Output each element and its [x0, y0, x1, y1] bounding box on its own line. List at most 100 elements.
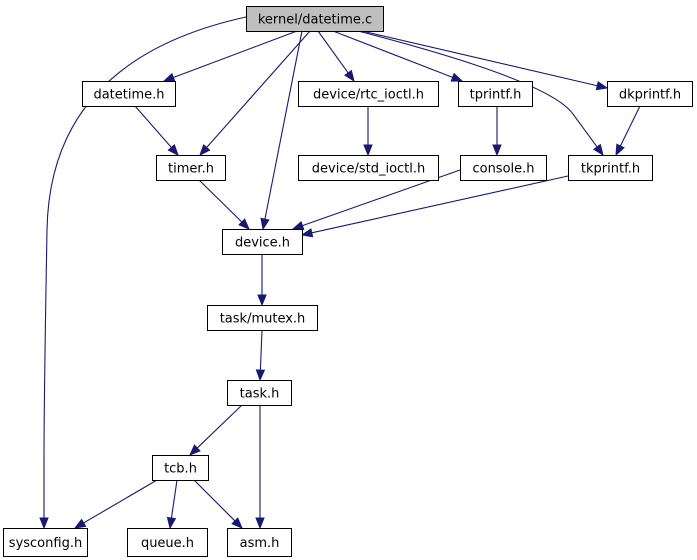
arrowhead [363, 144, 373, 157]
node-label: tkprintf.h [581, 162, 640, 177]
node-box [82, 81, 176, 107]
node-box [246, 6, 384, 32]
edge-device_h-to-mutex_h [257, 254, 267, 307]
node-tkprintf-h[interactable]: tkprintf.h [568, 155, 653, 181]
arrowhead [592, 143, 604, 157]
arrowhead [344, 69, 355, 83]
edge-root-to-tprintf_h [332, 30, 464, 82]
edge-mutex_h-to-task_h [255, 329, 266, 382]
node-box [3, 528, 88, 557]
node-box [298, 81, 439, 107]
edge-timer_h-to-device_h [198, 179, 250, 230]
arrowhead [291, 221, 305, 230]
node-label: asm.h [240, 536, 280, 551]
arrowhead [162, 72, 176, 82]
arrowhead [615, 143, 625, 157]
edge-line [264, 30, 303, 220]
node-label: queue.h [141, 536, 194, 551]
arrowhead [450, 72, 464, 82]
arrowhead [300, 228, 314, 238]
node-box [607, 81, 693, 107]
node-label: dkprintf.h [619, 88, 681, 103]
arrowhead [167, 143, 179, 157]
node-task-h[interactable]: task.h [227, 380, 292, 406]
edge-line [311, 175, 569, 234]
node-box [222, 229, 303, 255]
node-label: kernel/datetime.c [258, 13, 372, 28]
node-label: sysconfig.h [9, 536, 82, 551]
node-label: datetime.h [93, 88, 164, 103]
edge-root-to-dkprintf_h [361, 30, 609, 91]
edge-root-to-sysconfig_h [39, 16, 247, 530]
node-sysconfig-h[interactable]: sysconfig.h [3, 528, 88, 557]
edge-tkprintf_h-to-device_h [300, 175, 569, 238]
node-box [227, 528, 292, 557]
node-label: device.h [235, 236, 290, 251]
node-label: timer.h [168, 162, 214, 177]
node-mutex-h[interactable]: task/mutex.h [207, 305, 318, 331]
edge-tprintf_h-to-console_h [492, 106, 502, 157]
edge-line [259, 329, 263, 371]
arrowhead [39, 517, 49, 530]
edge-tcb_h-to-sysconfig_h [73, 479, 158, 529]
node-label: task.h [240, 387, 280, 402]
edge-rtc_ioctl_h-to-std_ioctl_h [363, 106, 373, 157]
arrowhead [260, 217, 270, 231]
node-std-ioctl-h[interactable]: device/std_ioctl.h [298, 155, 439, 181]
arrowhead [255, 369, 266, 382]
node-console-h[interactable]: console.h [460, 155, 547, 181]
node-root[interactable]: kernel/datetime.c [246, 6, 384, 32]
node-label: device/rtc_ioctl.h [313, 88, 424, 103]
node-rtc-ioctl-h[interactable]: device/rtc_ioctl.h [298, 81, 439, 107]
edge-line [134, 105, 172, 148]
edge-line [619, 105, 641, 147]
edge-root-to-device_h [260, 30, 303, 231]
edge-root-to-rtc_ioctl_h [317, 30, 355, 83]
arrowhead [238, 218, 250, 230]
arrowhead [257, 294, 267, 307]
node-tprintf-h[interactable]: tprintf.h [458, 81, 533, 107]
node-dkprintf-h[interactable]: dkprintf.h [607, 81, 693, 107]
node-asm-h[interactable]: asm.h [227, 528, 292, 557]
arrowhead [595, 81, 609, 91]
node-label: task/mutex.h [220, 312, 306, 327]
node-device-h[interactable]: device.h [222, 229, 303, 255]
edge-root-to-datetime_h [162, 30, 298, 82]
edges-layer [39, 16, 641, 530]
node-box [127, 528, 208, 557]
arrowhead [492, 144, 502, 157]
node-box [458, 81, 533, 107]
edge-line [317, 30, 349, 74]
edge-datetime_h-to-timer_h [134, 105, 179, 157]
edge-line [206, 30, 311, 148]
node-box [207, 305, 318, 331]
node-tcb-h[interactable]: tcb.h [152, 455, 209, 481]
arrowhead [189, 444, 201, 456]
node-label: tcb.h [164, 462, 197, 477]
node-box [460, 155, 547, 181]
edge-line [332, 30, 453, 78]
edge-root-to-timer_h [199, 30, 311, 157]
edge-line [357, 30, 598, 148]
edge-tcb_h-to-queue_h [166, 479, 178, 530]
edge-line [83, 479, 158, 524]
node-box [298, 155, 439, 181]
arrowhead [166, 516, 177, 530]
edge-line [198, 179, 243, 223]
edge-line [196, 404, 243, 449]
node-queue-h[interactable]: queue.h [127, 528, 208, 557]
node-label: console.h [472, 162, 534, 177]
node-datetime-h[interactable]: datetime.h [82, 81, 176, 107]
node-box [227, 380, 292, 406]
arrowhead [73, 518, 87, 529]
nodes-layer: kernel/datetime.c datetime.h device/rtc_io… [3, 6, 693, 557]
node-timer-h[interactable]: timer.h [156, 155, 226, 181]
edge-line [173, 30, 298, 78]
node-label: tprintf.h [470, 88, 522, 103]
arrowhead [231, 517, 243, 529]
edge-task_h-to-tcb_h [189, 404, 243, 456]
edge-line [193, 479, 236, 522]
edge-line [170, 479, 178, 519]
edge-line [43, 16, 247, 518]
